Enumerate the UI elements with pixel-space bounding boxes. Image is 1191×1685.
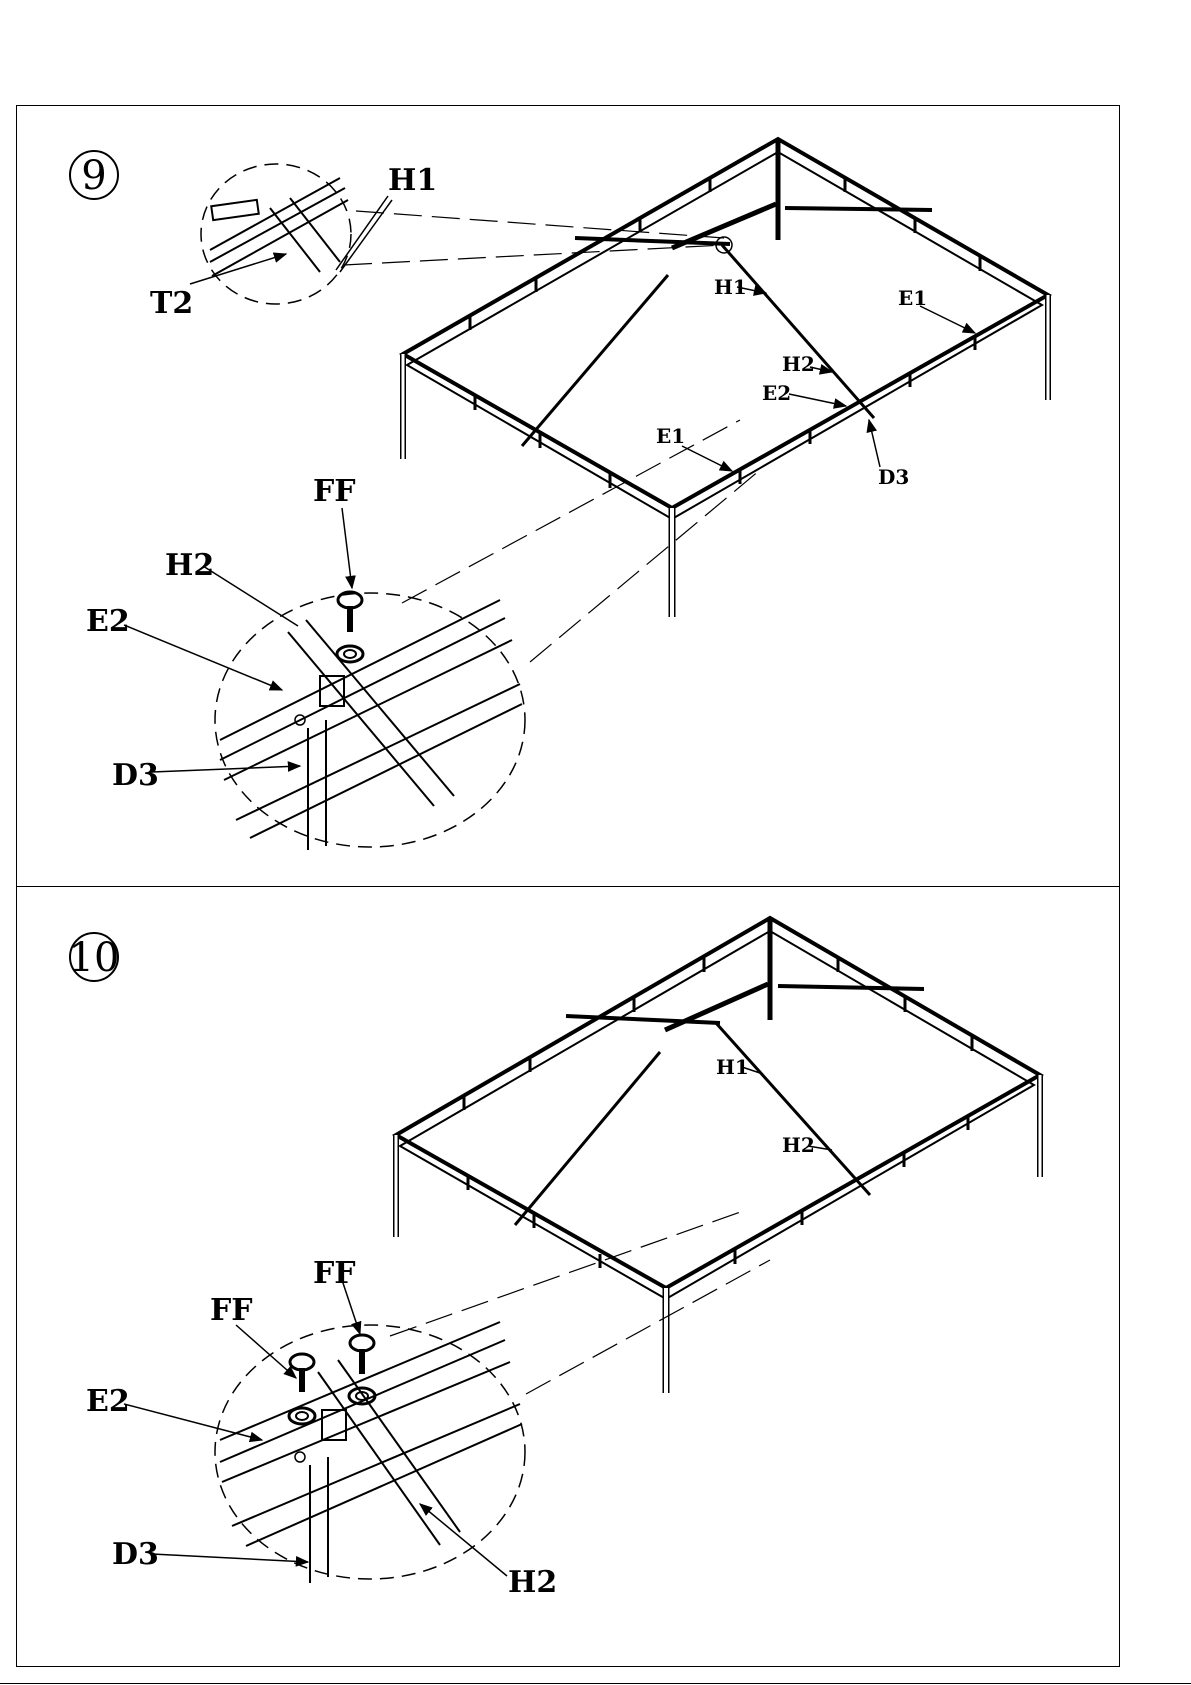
label-h2-step10: H2 — [782, 1133, 815, 1157]
label-h1: H1 — [714, 275, 747, 299]
step-9-labels: H1 E1 H2 E2 E1 D3 — [656, 275, 975, 489]
step-9-number-text: 9 — [81, 153, 106, 199]
label-ff: FF — [313, 474, 356, 509]
step-10-detail — [124, 1210, 770, 1583]
step-9-number: 9 — [70, 151, 118, 199]
label-h2-detail-step10: H2 — [508, 1565, 557, 1600]
label-e1-front: E1 — [656, 424, 685, 448]
label-e2: E2 — [762, 381, 791, 405]
label-h1-step10: H1 — [716, 1055, 749, 1079]
label-d3-detail: D3 — [112, 758, 159, 793]
step-9-top-detail — [190, 164, 724, 304]
label-h2-detail: H2 — [165, 548, 214, 583]
label-ff-left: FF — [210, 1293, 253, 1328]
step-9: 9 — [70, 139, 1048, 850]
label-e2-detail: E2 — [86, 604, 130, 639]
step-10-labels: H1 H2 — [716, 1055, 832, 1157]
step-9-bottom-detail — [124, 420, 760, 850]
label-e1-right: E1 — [898, 286, 927, 310]
step-10-number: 10 — [69, 933, 120, 981]
label-d3-detail-step10: D3 — [112, 1537, 159, 1572]
label-h2: H2 — [782, 352, 815, 376]
step-10-number-text: 10 — [69, 935, 120, 981]
label-t2: T2 — [150, 286, 193, 321]
label-e2-detail-step10: E2 — [86, 1384, 130, 1419]
label-ff-right: FF — [313, 1256, 356, 1291]
step-10: 10 — [69, 918, 1040, 1600]
step-9-frame — [403, 139, 1048, 617]
label-d3: D3 — [878, 465, 909, 489]
label-h1-detail: H1 — [388, 163, 437, 198]
step-10-frame — [396, 918, 1040, 1393]
